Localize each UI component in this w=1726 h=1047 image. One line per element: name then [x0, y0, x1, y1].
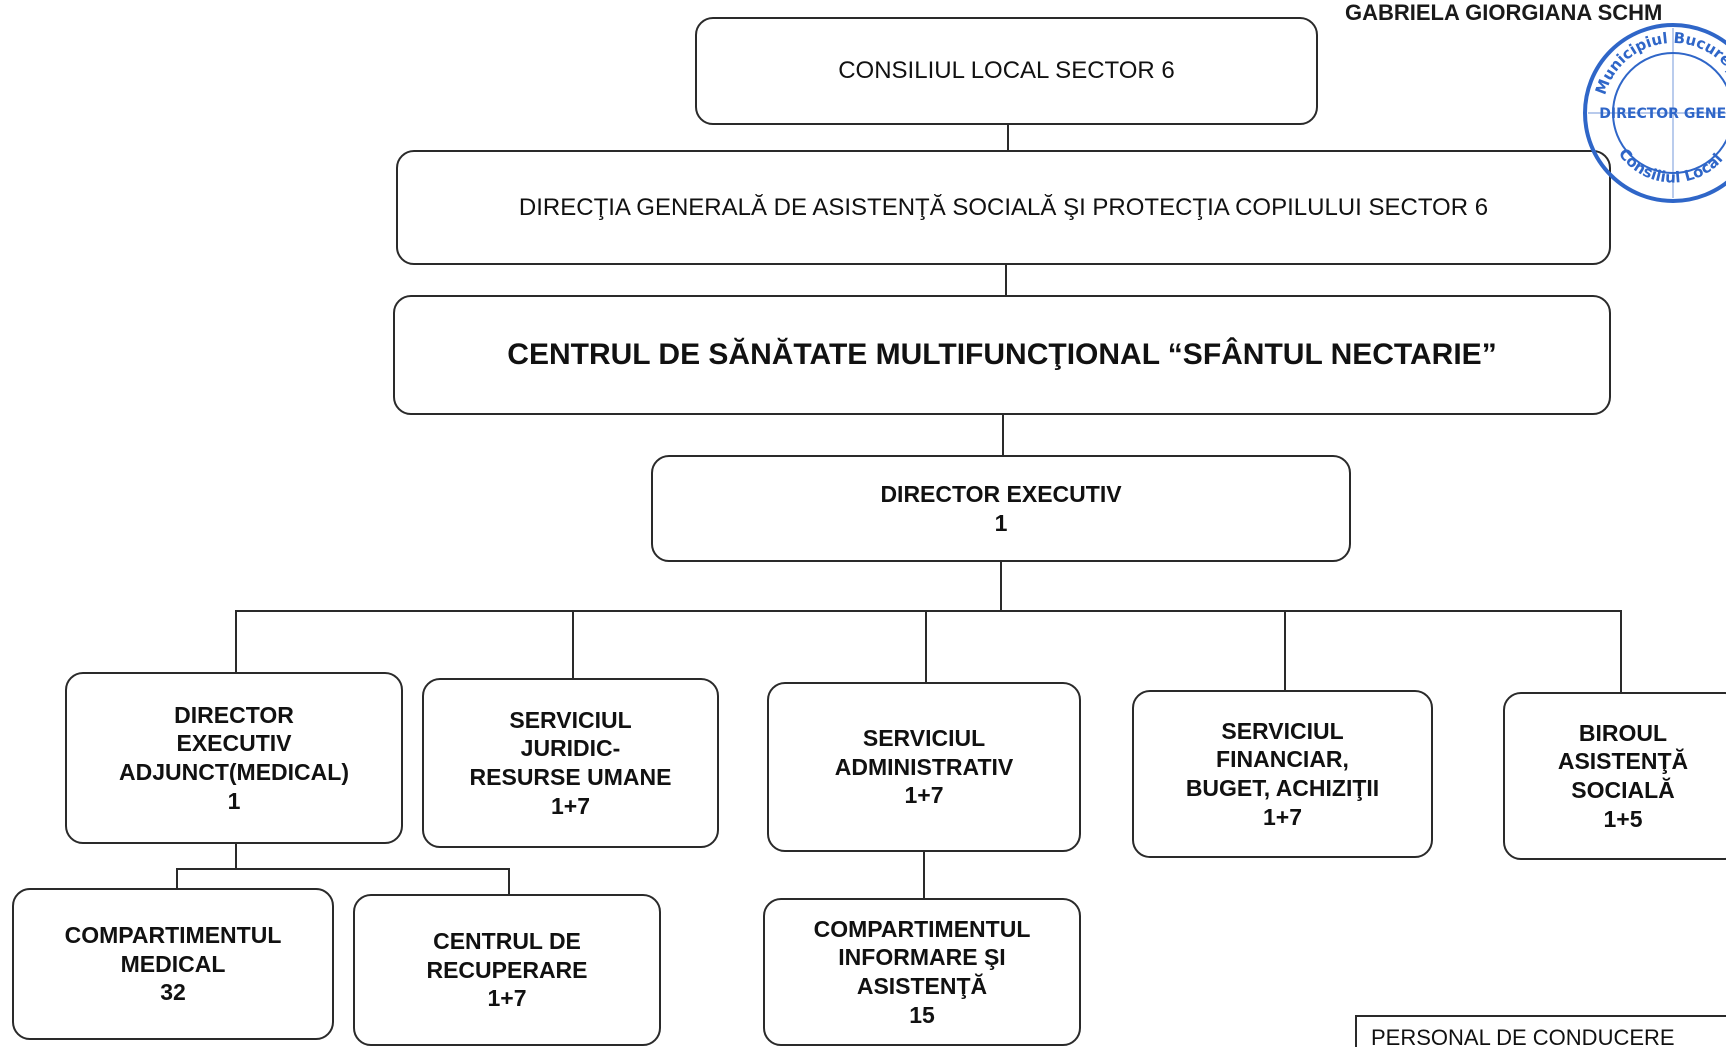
connector-line [1620, 610, 1622, 692]
connector-line [235, 610, 237, 673]
svg-text:Consiliul Local: Consiliul Local [1615, 145, 1726, 187]
staff-count: 1+7 [904, 782, 944, 809]
legend-box: PERSONAL DE CONDUCERE [1355, 1015, 1726, 1047]
connector-line [1007, 125, 1009, 155]
staff-count: 1+7 [1262, 803, 1302, 830]
box-title-line: ASISTENŢĂ [1557, 748, 1689, 775]
box-title-line: SERVICIUL [1221, 717, 1344, 744]
connector-line [1005, 265, 1007, 297]
connector-line [508, 868, 510, 896]
box-dgaspc: DIRECŢIA GENERALĂ DE ASISTENŢĂ SOCIALĂ Ş… [396, 150, 1611, 265]
box-title-line: ASISTENŢĂ [856, 973, 988, 999]
box-serviciul-juridic: SERVICIUL JURIDIC- RESURSE UMANE 1+7 [422, 678, 719, 848]
box-title-line: COMPARTIMENTUL [813, 915, 1031, 942]
box-title-line: DIRECTOR [174, 701, 294, 728]
box-serviciul-administrativ: SERVICIUL ADMINISTRATIV 1+7 [767, 682, 1081, 852]
box-title-line: BIROUL [1578, 719, 1668, 746]
box-title-line: SERVICIUL [862, 724, 986, 751]
box-title-line: INFORMARE ŞI [838, 944, 1006, 971]
box-serviciul-financiar: SERVICIUL FINANCIAR, BUGET, ACHIZIŢII 1+… [1132, 690, 1433, 858]
box-title-line: EXECUTIV [176, 730, 292, 757]
connector-line [923, 852, 925, 900]
signatory-name: GABRIELA GIORGIANA SCHM [1345, 0, 1663, 25]
stamp-text-center: DIRECTOR GENERAL [1599, 106, 1726, 122]
box-title-line: BUGET, ACHIZIŢII [1185, 775, 1380, 801]
connector-line [1000, 562, 1002, 612]
box-title: DIRECŢIA GENERALĂ DE ASISTENŢĂ SOCIALĂ Ş… [518, 193, 1489, 221]
box-title-line: ADMINISTRATIV [834, 753, 1014, 780]
box-title: CONSILIUL LOCAL SECTOR 6 [838, 57, 1175, 84]
stamp-text-bottom: Consiliul Local [1615, 145, 1726, 187]
box-title-line: RECUPERARE [426, 956, 588, 983]
box-director-executiv: DIRECTOR EXECUTIV 1 [651, 455, 1351, 562]
box-title-line: MEDICAL [120, 950, 226, 977]
box-title-line: RESURSE UMANE [469, 764, 672, 790]
box-compartimentul-medical: COMPARTIMENTUL MEDICAL 32 [12, 888, 334, 1040]
connector-line [1002, 415, 1004, 457]
box-consiliul-local: CONSILIUL LOCAL SECTOR 6 [695, 17, 1318, 125]
box-title-line: SOCIALĂ [1571, 777, 1675, 803]
box-centrul-recuperare: CENTRUL DE RECUPERARE 1+7 [353, 894, 661, 1046]
box-title-line: CENTRUL DE [433, 927, 581, 954]
box-centrul-sanatate: CENTRUL DE SĂNĂTATE MULTIFUNCŢIONAL “SFÂ… [393, 295, 1611, 415]
staff-count: 1+7 [487, 985, 527, 1012]
connector-line [925, 610, 927, 682]
box-compartimentul-informare: COMPARTIMENTUL INFORMARE ŞI ASISTENŢĂ 15 [763, 898, 1081, 1046]
connector-line [176, 868, 510, 870]
box-director-adjunct: DIRECTOR EXECUTIV ADJUNCT(MEDICAL) 1 [65, 672, 403, 844]
connector-line [1284, 610, 1286, 690]
box-title-line: COMPARTIMENTUL [64, 921, 282, 948]
box-title-line: FINANCIAR, [1216, 746, 1349, 773]
box-title: DIRECTOR EXECUTIV [880, 480, 1122, 507]
box-title-line: JURIDIC- [520, 735, 621, 762]
box-biroul-asistenta: BIROUL ASISTENŢĂ SOCIALĂ 1+5 [1503, 692, 1726, 860]
staff-count: 1 [994, 509, 1008, 536]
official-stamp: Municipiul București DIRECTOR GENERAL Co… [1583, 23, 1726, 203]
connector-line [572, 610, 574, 680]
box-title-line: SERVICIUL [509, 706, 632, 733]
legend-title: PERSONAL DE CONDUCERE [1371, 1025, 1675, 1047]
staff-count: 15 [909, 1001, 935, 1028]
staff-count: 1+5 [1603, 805, 1643, 832]
staff-count: 1+7 [550, 792, 590, 819]
box-title: CENTRUL DE SĂNĂTATE MULTIFUNCŢIONAL “SFÂ… [507, 338, 1497, 372]
staff-count: 1 [227, 787, 241, 814]
connector-line [235, 842, 237, 870]
box-title-line: ADJUNCT(MEDICAL) [119, 759, 349, 785]
connector-line [235, 610, 1621, 612]
connector-line [176, 868, 178, 890]
staff-count: 32 [160, 979, 186, 1006]
